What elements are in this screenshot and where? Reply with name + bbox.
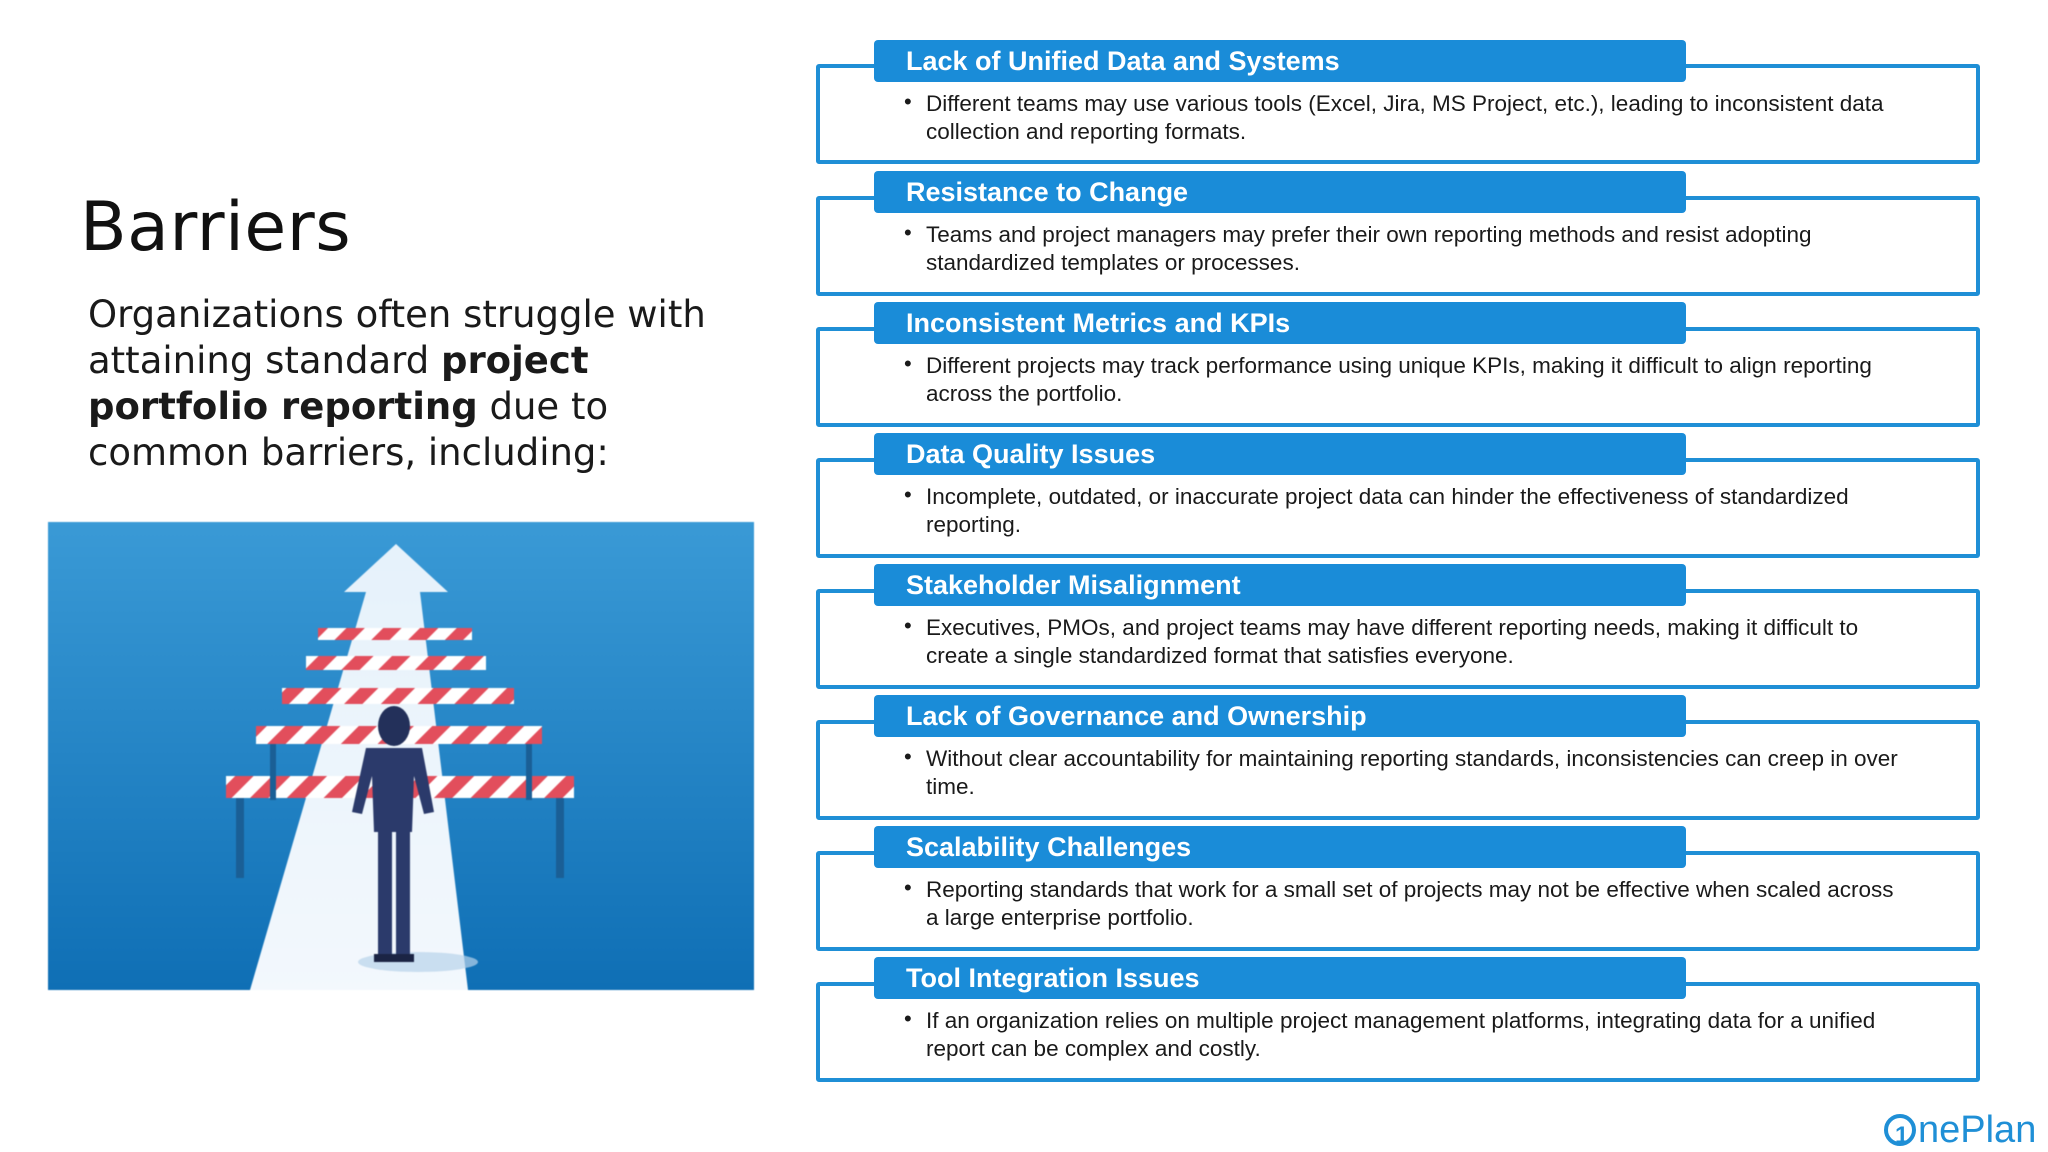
intro-text-bold: project portfolio reporting xyxy=(88,339,589,428)
barrier-text: Reporting standards that work for a smal… xyxy=(926,877,1894,930)
intro-text-part1: Organizations often struggle with attain… xyxy=(88,293,706,382)
barrier-title: Stakeholder Misalignment xyxy=(874,564,1686,606)
person-figure xyxy=(352,706,478,972)
barrier-description: • Different teams may use various tools (… xyxy=(900,89,1900,146)
road-arrow xyxy=(250,544,468,990)
slide-title: Barriers xyxy=(80,188,352,267)
barrier-text: Teams and project managers may prefer th… xyxy=(926,222,1812,275)
bullet-icon: • xyxy=(904,89,912,114)
bullet-icon: • xyxy=(904,482,912,507)
barrier-text: Different projects may track performance… xyxy=(926,353,1872,406)
barrier-title: Resistance to Change xyxy=(874,171,1686,213)
logo-text: nePlan xyxy=(1918,1109,2037,1151)
bullet-icon: • xyxy=(904,1006,912,1031)
oneplan-logo: nePlan xyxy=(1884,1108,2036,1152)
barrier-text: Different teams may use various tools (E… xyxy=(926,91,1884,144)
barrier-description: • Executives, PMOs, and project teams may… xyxy=(900,613,1900,670)
bullet-icon: • xyxy=(904,220,912,245)
intro-text-part2: due to common barriers, including: xyxy=(88,385,609,474)
barrier-title: Data Quality Issues xyxy=(874,433,1686,475)
barrier-title: Lack of Governance and Ownership xyxy=(874,695,1686,737)
barrier-description: • Without clear accountability for mainta… xyxy=(900,744,1900,801)
barrier-text: Executives, PMOs, and project teams may … xyxy=(926,615,1859,668)
barrier-description: • Incomplete, outdated, or inaccurate pro… xyxy=(900,482,1900,539)
barrier-title: Scalability Challenges xyxy=(874,826,1686,868)
hurdles-illustration xyxy=(48,522,754,990)
barrier-description: • Teams and project managers may prefer t… xyxy=(900,220,1900,277)
barrier-text: Without clear accountability for maintai… xyxy=(926,746,1898,799)
barrier-title: Lack of Unified Data and Systems xyxy=(874,40,1686,82)
bullet-icon: • xyxy=(904,744,912,769)
bullet-icon: • xyxy=(904,351,912,376)
barrier-description: • Reporting standards that work for a sma… xyxy=(900,875,1900,932)
bullet-icon: • xyxy=(904,613,912,638)
intro-paragraph: Organizations often struggle with attain… xyxy=(88,292,748,476)
logo-o-icon xyxy=(1884,1114,1916,1152)
barrier-text: Incomplete, outdated, or inaccurate proj… xyxy=(926,484,1849,537)
barrier-text: If an organization relies on multiple pr… xyxy=(926,1008,1876,1061)
barrier-description: • If an organization relies on multiple p… xyxy=(900,1006,1900,1063)
barrier-description: • Different projects may track performanc… xyxy=(900,351,1900,408)
bullet-icon: • xyxy=(904,875,912,900)
barrier-title: Tool Integration Issues xyxy=(874,957,1686,999)
barrier-title: Inconsistent Metrics and KPIs xyxy=(874,302,1686,344)
